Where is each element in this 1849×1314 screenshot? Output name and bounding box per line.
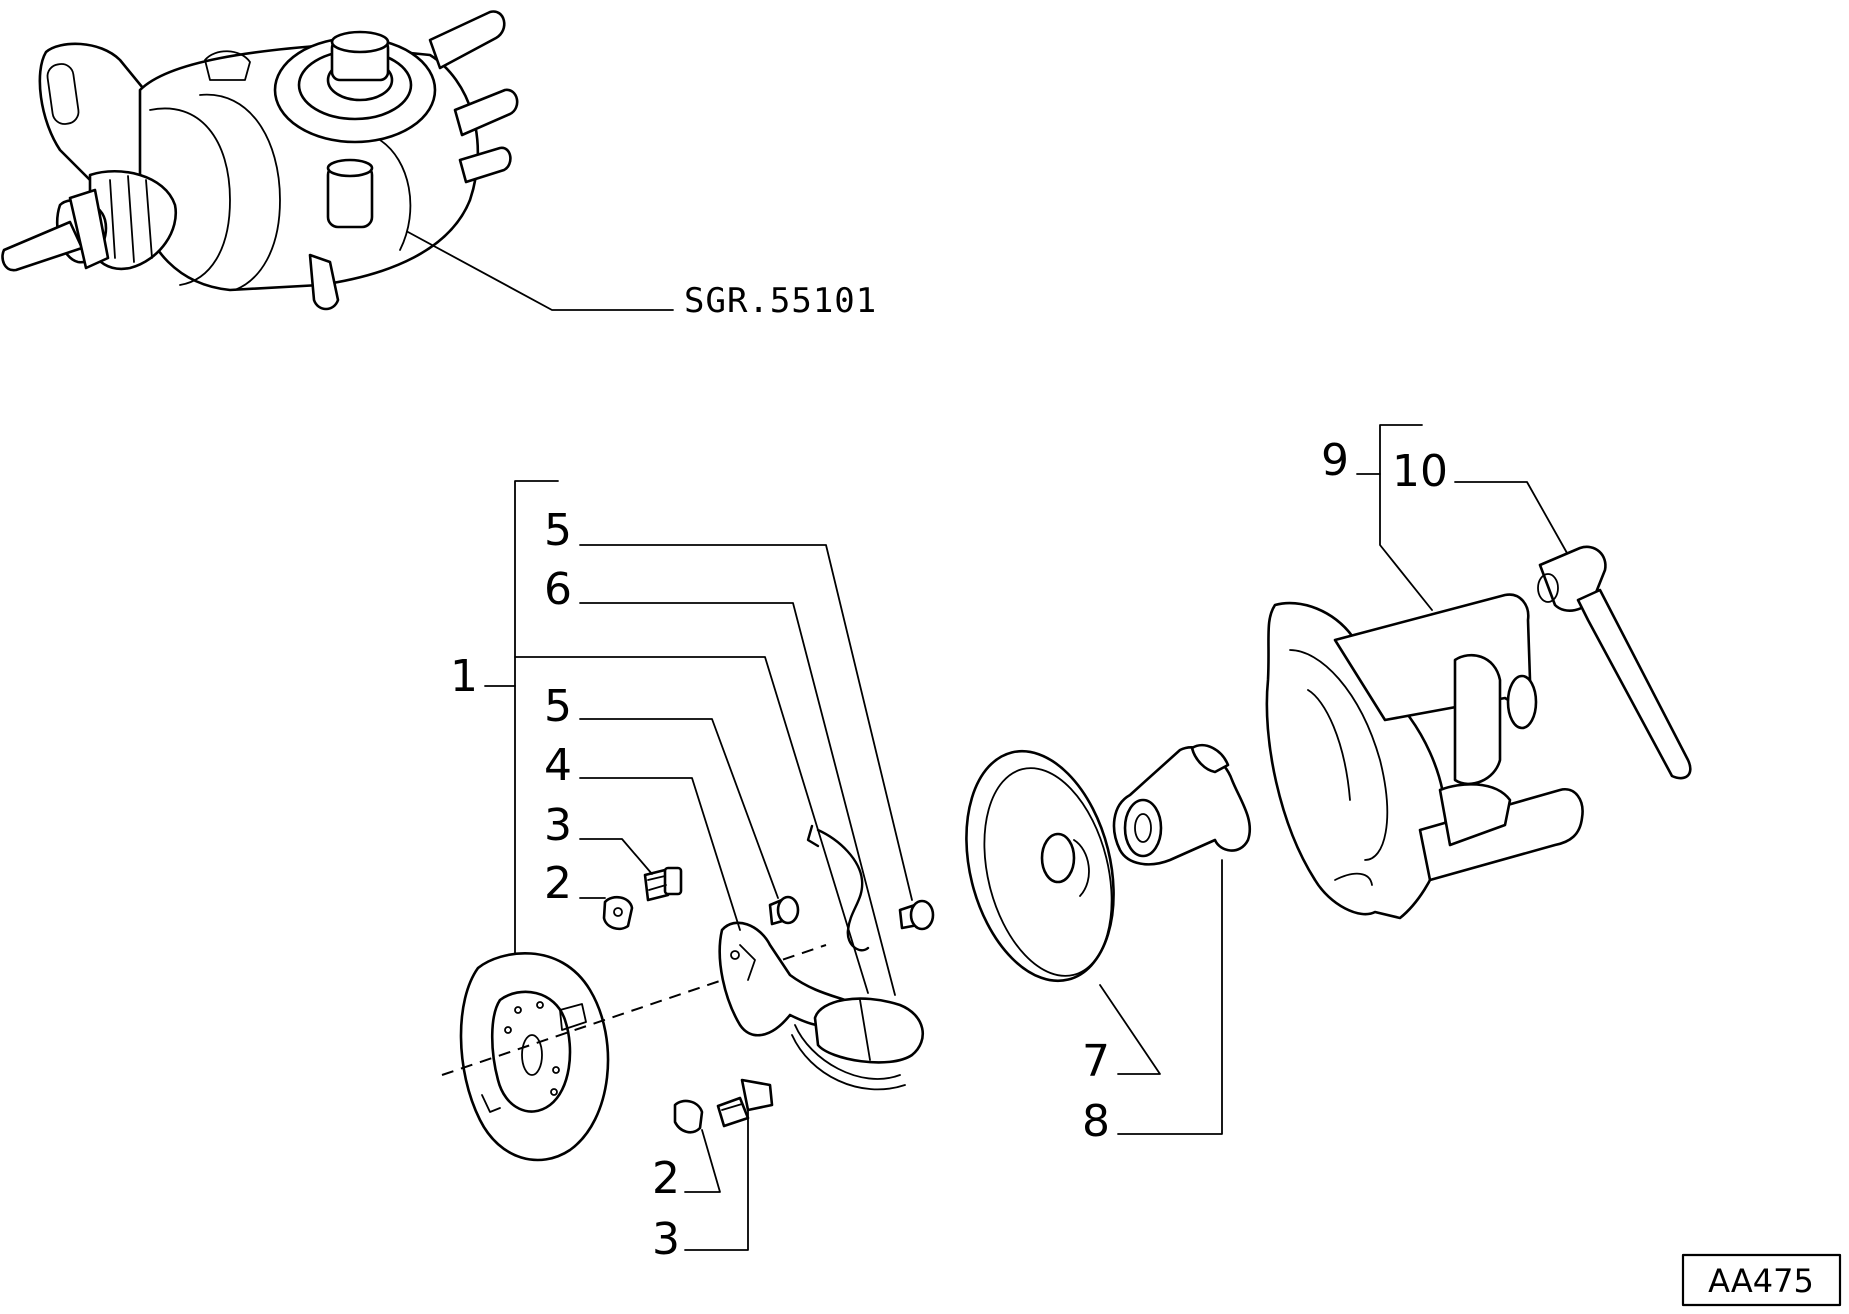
base-plate-part <box>459 952 610 1162</box>
spring-clip-part <box>806 824 870 952</box>
figure-code: AA475 <box>1708 1262 1814 1300</box>
callout-3-lower-leader <box>684 1109 749 1251</box>
screw-part-upper <box>643 866 683 902</box>
callout-8-leader <box>1117 859 1223 1135</box>
assembly-axis-line <box>441 944 827 1076</box>
callout-7: 7 <box>1082 1036 1110 1087</box>
reference-label: SGR.55101 <box>684 281 877 321</box>
callout-5-lower-leader <box>579 718 779 899</box>
callout-8: 8 <box>1082 1096 1110 1147</box>
callout-2-upper: 2 <box>544 858 572 909</box>
callout-10: 10 <box>1392 446 1448 497</box>
callout-3-lower: 3 <box>652 1214 680 1265</box>
pickup-plate-part <box>718 921 847 1037</box>
washer-part-upper <box>602 895 634 931</box>
screw-part-middle <box>768 895 800 926</box>
distributor-cap-part <box>1265 593 1584 920</box>
ignition-lead-terminal-part <box>1537 545 1692 780</box>
callout-6-leader <box>579 602 896 996</box>
callout-2-lower-leader <box>684 1129 721 1193</box>
washer-part-lower <box>673 1099 704 1134</box>
callout-3-upper: 3 <box>544 800 572 851</box>
figure-code-box <box>1681 1253 1842 1307</box>
screw-part-lower <box>716 1078 774 1128</box>
screw-part-right <box>898 899 935 931</box>
callout-4: 4 <box>544 740 572 791</box>
callout-7-leader <box>1099 984 1161 1075</box>
callout-9-bracket <box>1379 424 1433 611</box>
callout-3-upper-leader <box>579 838 653 875</box>
assembled-distributor-illustration <box>1 10 519 311</box>
callout-4-leader <box>579 777 741 931</box>
reference-leader-line <box>407 231 674 311</box>
dust-shield-part <box>965 749 1115 983</box>
sensor-connector-part <box>791 997 924 1091</box>
rotor-part <box>1112 743 1252 866</box>
callout-10-leader <box>1454 481 1568 554</box>
callout-5-upper: 5 <box>544 505 572 556</box>
callout-5-lower: 5 <box>544 681 572 732</box>
callout-2-lower: 2 <box>652 1153 680 1204</box>
callout-1: 1 <box>450 651 478 702</box>
callout-6: 6 <box>544 564 572 615</box>
callout-5-upper-leader <box>579 544 913 901</box>
callout-9: 9 <box>1321 435 1349 486</box>
